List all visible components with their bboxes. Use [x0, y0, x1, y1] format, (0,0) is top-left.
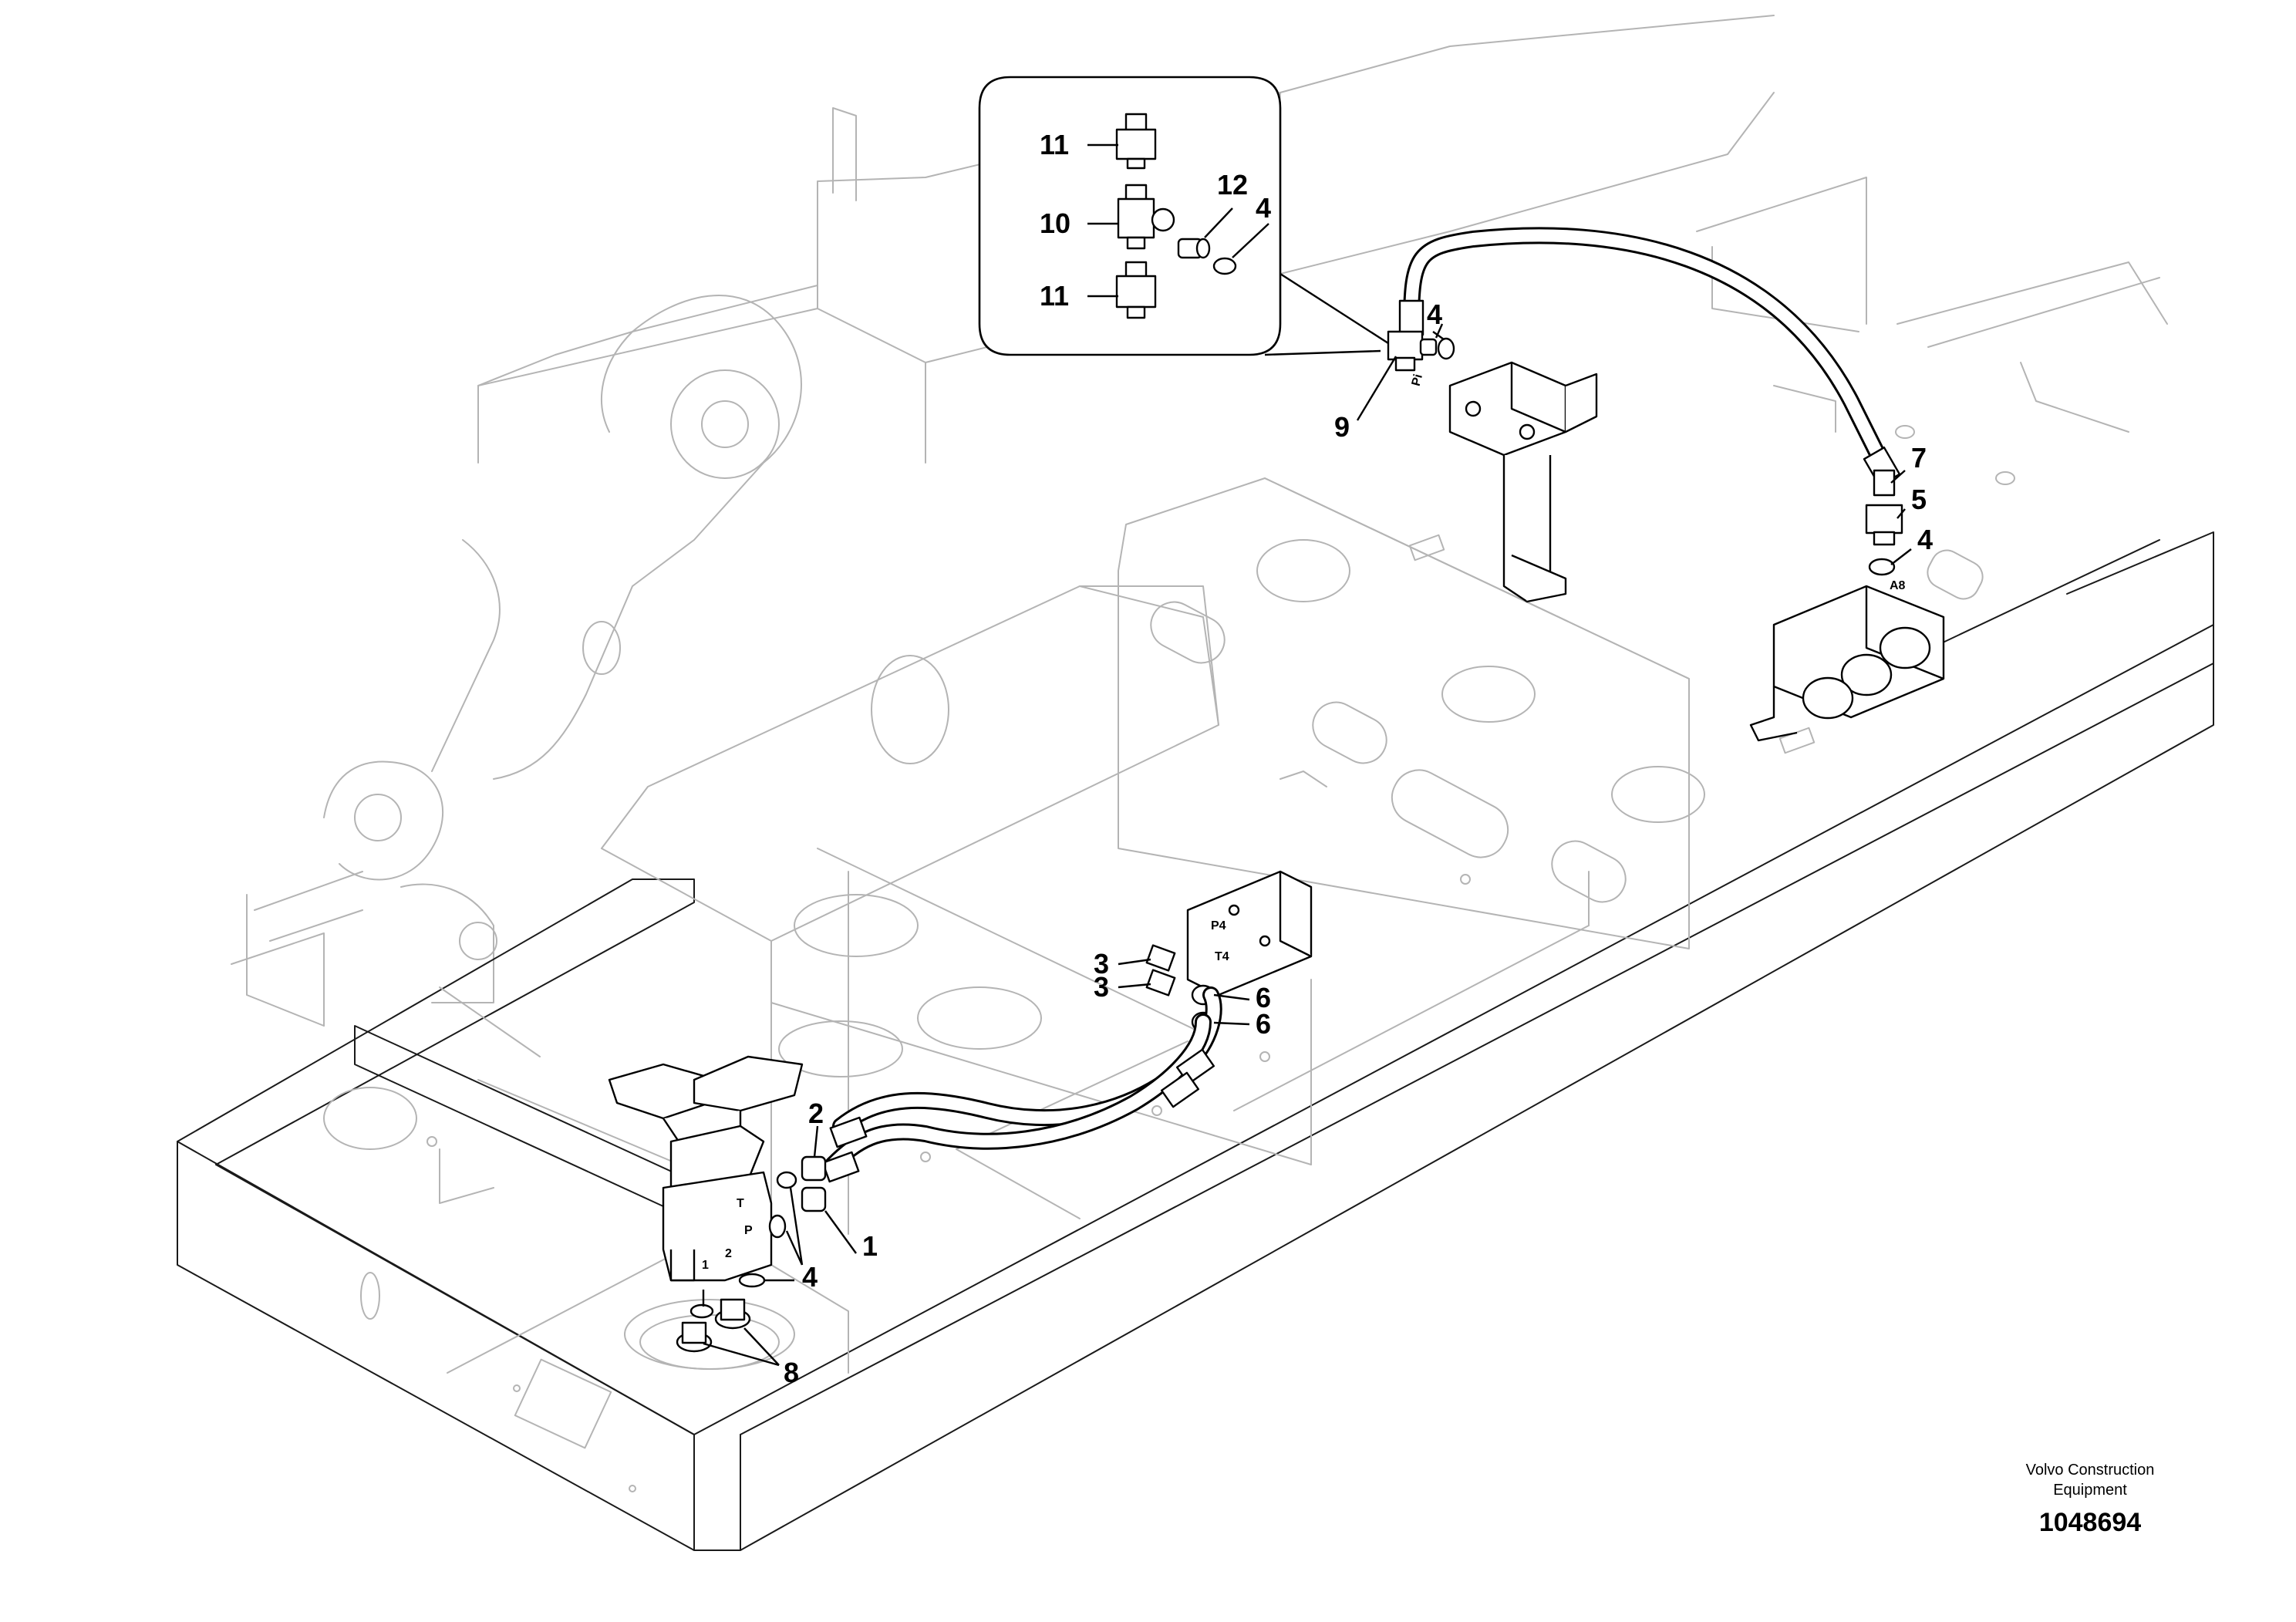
callout-1: 1 — [862, 1230, 878, 1262]
callout-10-inset: 10 — [1040, 207, 1070, 239]
o-ring-4-right-icon — [1868, 558, 1896, 576]
tee-fitting-10-icon — [1117, 184, 1175, 250]
callout-3-lower: 3 — [1094, 971, 1109, 1003]
callout-6-upper: 6 — [1256, 982, 1271, 1013]
callout-4-bottom: 4 — [802, 1261, 818, 1293]
fitting-8-right-icon — [714, 1298, 751, 1330]
port-label-2: 2 — [725, 1247, 732, 1260]
port-label-t: T — [737, 1197, 744, 1210]
callout-11-inset-bottom: 11 — [1040, 280, 1069, 312]
port-label-pi: Pi — [1410, 373, 1425, 387]
callout-6-lower: 6 — [1256, 1008, 1271, 1040]
footer-identifier: Volvo Construction Equipment 1048694 — [2026, 1462, 2155, 1537]
callout-2: 2 — [808, 1098, 824, 1129]
callout-3-upper: 3 — [1094, 948, 1109, 980]
adapter-2-icon — [801, 1155, 827, 1182]
port-label-1: 1 — [702, 1259, 709, 1272]
lower-hose-assembly — [821, 870, 1313, 1183]
fitting-8-left-icon — [676, 1321, 713, 1353]
callout-4-inset: 4 — [1256, 192, 1271, 224]
connector-5-icon — [1865, 504, 1903, 546]
tee-fitting-9-icon — [1387, 330, 1455, 372]
callout-4-right: 4 — [1917, 524, 1933, 555]
port-label-p: P — [744, 1224, 753, 1237]
brand-line-1: Volvo Construction — [2026, 1462, 2155, 1479]
o-ring-4-inset-icon — [1212, 257, 1237, 275]
callout-9: 9 — [1334, 411, 1350, 443]
elbow-fitting-7-icon — [1873, 469, 1896, 497]
callout-7: 7 — [1911, 442, 1927, 474]
o-ring-4-b-icon — [768, 1214, 787, 1239]
control-valve-block-icon — [1749, 585, 1945, 742]
part-number: 1048694 — [2039, 1508, 2141, 1537]
foot-pedal-valve-icon: T P 2 1 — [608, 1055, 857, 1367]
callout-4-top: 4 — [1427, 298, 1442, 330]
adapter-3-upper-icon — [1145, 944, 1176, 972]
valve-fitting-11-top-icon — [1115, 113, 1157, 170]
callout-12-inset: 12 — [1217, 169, 1248, 201]
pilot-valve-block-icon — [1448, 361, 1598, 603]
adapter-12-icon — [1177, 238, 1211, 259]
o-ring-4-c-icon — [738, 1273, 766, 1288]
brand-line-2: Equipment — [2053, 1482, 2127, 1499]
valve-fitting-11-bottom-icon — [1115, 261, 1157, 319]
port-labels: Pi A8 P4 T4 — [1211, 373, 1906, 963]
port-label-t4: T4 — [1215, 950, 1229, 963]
o-ring-4-a-icon — [776, 1171, 797, 1189]
callout-11-inset-top: 11 — [1040, 129, 1069, 160]
inset-detail: 11 10 12 4 11 — [978, 76, 1389, 356]
machine-frame-background — [177, 15, 2214, 1551]
o-ring-4-d-icon — [689, 1303, 714, 1319]
port-label-a8: A8 — [1890, 579, 1906, 592]
callout-8: 8 — [784, 1357, 799, 1388]
port-label-p4: P4 — [1211, 919, 1226, 932]
callout-5: 5 — [1911, 484, 1927, 515]
upper-hose-assembly — [1356, 227, 1945, 742]
adapter-3-lower-icon — [1145, 969, 1176, 996]
adapter-1-icon — [801, 1186, 827, 1212]
callout-labels: 9 4 7 5 4 3 3 6 6 2 1 4 8 — [784, 298, 1933, 1388]
